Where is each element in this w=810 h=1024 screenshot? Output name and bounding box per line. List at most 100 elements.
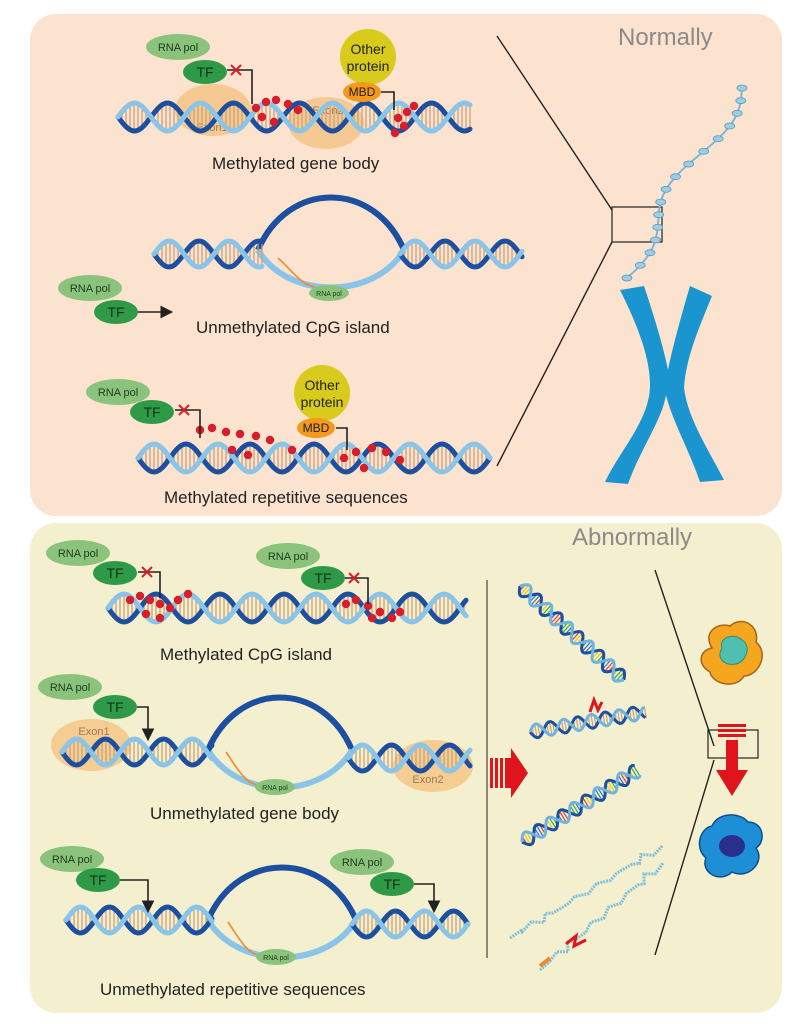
dna-helix-icon xyxy=(345,742,473,774)
caption-unmethylated-gene-body: Unmethylated gene body xyxy=(150,804,340,823)
caption-unmethylated-repetitive: Unmethylated repetitive sequences xyxy=(100,980,366,999)
tf-icon: TF xyxy=(93,561,137,585)
svg-text:RNA pol: RNA pol xyxy=(342,857,382,869)
svg-text:RNA pol: RNA pol xyxy=(263,955,289,962)
zoom-line-abn-bottom xyxy=(654,759,715,956)
mbd-link-2 xyxy=(336,427,348,450)
svg-text:RNA pol: RNA pol xyxy=(70,283,110,295)
tf-icon: TF xyxy=(370,872,414,896)
blocked-arrow-icon xyxy=(345,572,369,604)
tf-icon: TF xyxy=(301,566,345,590)
tf-icon: TF xyxy=(93,695,137,719)
normal-title: Normally xyxy=(618,24,713,51)
svg-text:RNA pol: RNA pol xyxy=(316,291,342,298)
chromosome-icon xyxy=(605,286,724,484)
dna-helix-icon xyxy=(105,591,469,625)
svg-text:TF: TF xyxy=(196,64,213,80)
svg-text:RNA pol: RNA pol xyxy=(98,387,138,399)
svg-text:Other: Other xyxy=(350,41,385,57)
break-mark xyxy=(588,695,604,714)
activation-arrow-genebody xyxy=(137,706,155,742)
rna-pol-icon: RNA pol xyxy=(58,275,122,301)
dna-fragment-2 xyxy=(528,705,647,740)
blocked-arrow-icon xyxy=(175,404,201,438)
svg-text:TF: TF xyxy=(143,404,160,420)
red-arrow-down-icon xyxy=(716,724,748,796)
svg-text:MBD: MBD xyxy=(349,85,376,99)
rna-pol-icon: RNA pol xyxy=(38,674,102,700)
svg-text:TF: TF xyxy=(107,304,124,320)
rna-pol-icon: RNA pol xyxy=(256,543,320,569)
svg-text:MBD: MBD xyxy=(303,421,330,435)
dna-bubble-icon xyxy=(205,864,359,961)
svg-text:RNA pol: RNA pol xyxy=(262,785,288,792)
svg-text:RNA pol: RNA pol xyxy=(268,551,308,563)
dna-helix-icon xyxy=(135,441,493,475)
activation-arrow-repetitive-1 xyxy=(120,879,155,914)
tf-icon: TF xyxy=(76,868,120,892)
svg-text:RNA pol: RNA pol xyxy=(158,42,198,54)
zoom-line-top xyxy=(496,35,613,211)
svg-text:protein: protein xyxy=(347,58,390,74)
unwound-chromatin-icon xyxy=(509,844,665,972)
methyl-group-marks xyxy=(251,95,419,138)
zoom-line-bottom xyxy=(496,241,613,467)
svg-text:protein: protein xyxy=(301,394,344,410)
methyl-group-marks xyxy=(125,589,405,623)
dna-helix-icon xyxy=(397,238,525,270)
chromatin-fiber-icon xyxy=(621,84,748,282)
exon2-ellipse-abnormal: Exon2 xyxy=(393,740,473,792)
rna-pol-icon: RNA pol xyxy=(86,379,150,405)
svg-text:TF: TF xyxy=(89,872,106,888)
methyl-group-marks xyxy=(195,423,405,473)
svg-text:TF: TF xyxy=(314,570,331,586)
rna-pol-small-icon: RNA pol xyxy=(255,779,295,795)
blocked-arrow-icon xyxy=(138,566,161,598)
cell-icon xyxy=(700,620,763,685)
tf-icon: TF xyxy=(130,400,174,424)
rna-transcript xyxy=(277,257,319,289)
svg-text:RNA pol: RNA pol xyxy=(50,682,90,694)
svg-text:Exon1: Exon1 xyxy=(78,726,109,738)
tf-icon: TF xyxy=(94,300,138,324)
dna-bubble-icon xyxy=(205,694,355,791)
dna-helix-icon xyxy=(63,904,215,936)
svg-text:Other: Other xyxy=(304,377,339,393)
zoom-line-abn-top xyxy=(654,569,715,747)
caption-methylated-gene-body: Methylated gene body xyxy=(212,154,380,173)
cancer-cell-icon xyxy=(698,814,763,878)
zoom-box xyxy=(611,206,663,243)
caption-methylated-cpg-island: Methylated CpG island xyxy=(160,645,332,664)
rna-pol-icon: RNA pol xyxy=(330,849,394,875)
dna-fragment-1 xyxy=(517,583,627,683)
svg-text:TF: TF xyxy=(106,699,123,715)
blocked-arrow-icon xyxy=(227,64,253,104)
rna-pol-icon: RNA pol xyxy=(146,34,210,60)
mbd-icon: MBD xyxy=(343,82,381,102)
caption-unmethylated-cpg-island: Unmethylated CpG island xyxy=(196,318,390,337)
svg-text:TF: TF xyxy=(383,876,400,892)
rna-pol-icon: RNA pol xyxy=(46,540,110,566)
dna-bubble-icon xyxy=(255,194,407,291)
caption-methylated-repetitive: Methylated repetitive sequences xyxy=(164,488,408,507)
rna-pol-icon: RNA pol xyxy=(40,846,104,872)
svg-text:RNA pol: RNA pol xyxy=(52,854,92,866)
activation-arrow-repetitive-2 xyxy=(414,883,441,914)
svg-text:TF: TF xyxy=(106,565,123,581)
exon1-ellipse-abnormal: Exon1 xyxy=(51,719,131,771)
svg-text:RNA pol: RNA pol xyxy=(58,548,98,560)
rna-pol-small-icon: RNA pol xyxy=(256,949,296,965)
mbd-link xyxy=(381,91,395,110)
rna-pol-small-icon: RNA pol xyxy=(309,285,349,301)
dna-helix-icon xyxy=(349,908,471,940)
dna-fragment-3 xyxy=(520,764,642,847)
svg-text:Exon2: Exon2 xyxy=(412,774,443,786)
mbd-icon: MBD xyxy=(297,418,335,438)
abnormal-title: Abnormally xyxy=(572,524,693,551)
tf-icon: TF xyxy=(183,60,227,84)
red-arrow-icon xyxy=(490,748,528,798)
dna-helix-icon xyxy=(151,238,265,270)
